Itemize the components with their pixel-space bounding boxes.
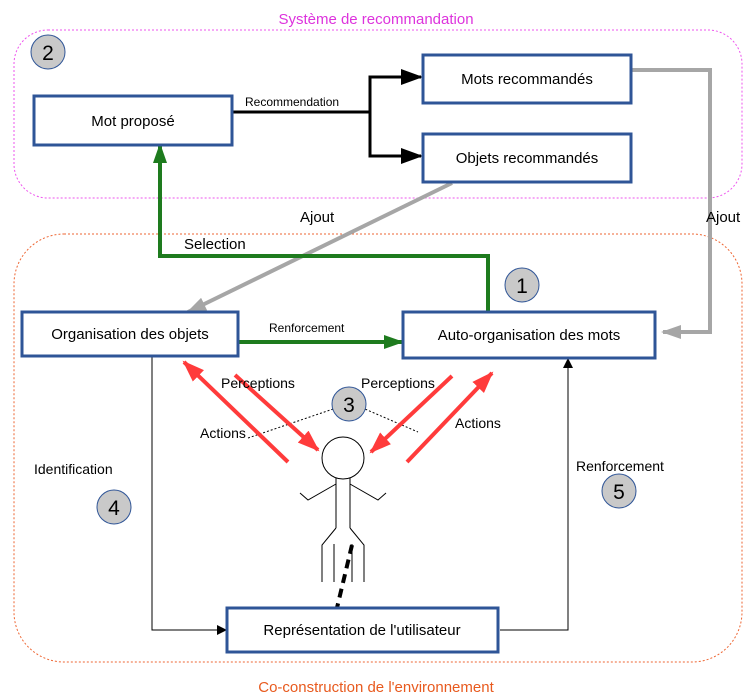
perception-arrow-right <box>369 374 454 454</box>
fork-to-objets-recommandes <box>368 112 423 164</box>
fork-to-mots-recommandes <box>368 69 423 112</box>
perceptions-label-left: Perceptions <box>221 375 295 391</box>
step-badge-3: 3 <box>331 386 367 422</box>
step-badge-2: 2 <box>30 34 66 70</box>
step-number-4: 4 <box>108 497 120 520</box>
mots-recommandes-label: Mots recommandés <box>461 71 593 88</box>
auto-organisation-mots-label: Auto-organisation des mots <box>438 327 621 344</box>
user-link-dashed <box>334 544 354 613</box>
objets-recommandes-box <box>421 132 633 184</box>
renforcement-label-right: Renforcement <box>576 458 664 474</box>
auto-organisation-mots-box <box>401 310 657 360</box>
mots-recommandes-box <box>421 53 633 105</box>
recommendation-label: Recommendation <box>245 95 339 109</box>
mot-propose-box <box>32 94 234 147</box>
ajout-label-left: Ajout <box>300 209 335 226</box>
system-region <box>13 29 743 199</box>
representation-utilisateur-box <box>225 606 500 654</box>
organisation-objets-box <box>20 310 240 358</box>
step-number-2: 2 <box>42 42 54 65</box>
representation-utilisateur-label: Représentation de l'utilisateur <box>263 622 460 639</box>
ajout-label-right: Ajout <box>706 209 741 226</box>
actions-label-right: Actions <box>455 415 501 431</box>
selection-label: Selection <box>184 236 246 253</box>
identification-label: Identification <box>34 461 113 477</box>
perception-arrow-left <box>233 373 320 452</box>
user-head <box>321 436 365 480</box>
renforcement-right-arrow <box>500 358 573 631</box>
step-number-1: 1 <box>516 275 528 298</box>
identification-arrow <box>151 356 227 635</box>
environment-region <box>13 233 743 663</box>
step-number-5: 5 <box>613 481 625 504</box>
user-figure <box>299 436 387 582</box>
step-badge-1: 1 <box>504 267 540 303</box>
organisation-objets-label: Organisation des objets <box>51 326 209 343</box>
objets-recommandes-label: Objets recommandés <box>456 150 599 167</box>
selection-arrow <box>153 143 490 312</box>
dashed-arc-left <box>247 405 343 439</box>
dashed-arc-right <box>357 405 419 433</box>
step-badge-5: 5 <box>601 473 637 509</box>
ajout-arrow-right <box>631 68 712 339</box>
step-badge-4: 4 <box>96 489 132 525</box>
actions-label-left: Actions <box>200 425 246 441</box>
action-arrow-right <box>405 371 494 464</box>
system-region-title: Système de recommandation <box>278 11 473 28</box>
renforcement-label-horizontal: Renforcement <box>269 321 345 335</box>
ajout-arrow-left <box>186 181 453 314</box>
mot-propose-label: Mot proposé <box>91 113 174 130</box>
perceptions-label-right: Perceptions <box>361 375 435 391</box>
environment-region-title: Co-construction de l'environnement <box>258 679 494 696</box>
step-number-3: 3 <box>343 394 355 417</box>
action-arrow-left <box>182 360 290 464</box>
